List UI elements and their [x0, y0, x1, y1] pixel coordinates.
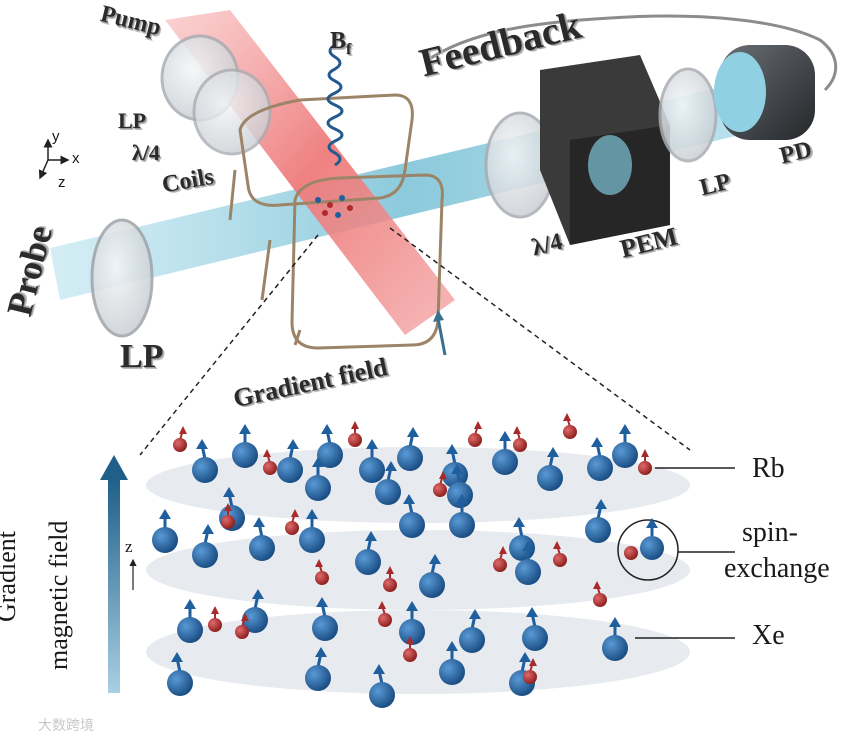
photodetector: [714, 45, 815, 140]
xe-atom: [355, 531, 381, 575]
gradient-title-line2: magnetic field: [44, 520, 73, 670]
axis-x-label: x: [72, 150, 80, 167]
xe-atom: [232, 424, 258, 468]
rb-atom: [378, 601, 392, 627]
probe-lp-plate: [90, 218, 154, 338]
xe-atom: [537, 447, 563, 491]
rb-atom: [433, 471, 447, 497]
atom-layers: [146, 447, 690, 694]
gradient-field-arrowhead: [433, 310, 444, 322]
xe-atom: [612, 424, 638, 468]
rb-atom: [468, 421, 482, 447]
detector-lp-plate: [658, 67, 718, 163]
rb-atom: [235, 613, 249, 639]
probe-lp-label: LP: [120, 338, 164, 375]
zoom-line-left: [139, 234, 319, 456]
bf-label: Bf: [330, 28, 351, 59]
bf-label-main: B: [330, 28, 347, 54]
xe-atom: [509, 517, 535, 561]
xe-atom: [459, 609, 485, 653]
rb-atom: [348, 421, 362, 447]
xe-atom: [242, 589, 268, 633]
xe-atom: [399, 601, 425, 645]
zoom-line-right: [389, 227, 691, 451]
rb-atom: [403, 636, 417, 662]
rb-atom: [493, 546, 507, 572]
rb-atom: [638, 449, 652, 475]
rb-atom: [263, 449, 277, 475]
layer-bottom: [146, 610, 690, 694]
xe-atom: [305, 457, 331, 501]
xe-atom: [277, 439, 303, 483]
gradient-field-arrow: [436, 317, 447, 356]
coils: [228, 93, 444, 350]
axis-z-label: z: [58, 174, 66, 191]
rb-atom: [553, 541, 567, 567]
xe-atom: [317, 424, 343, 468]
rb-atom: [563, 413, 577, 439]
bf-field-wave: [326, 43, 344, 167]
xe-atom: [399, 494, 425, 538]
xe-atom: [192, 439, 218, 483]
rb-atom: [593, 581, 607, 607]
lower-z-label: z: [125, 537, 133, 556]
xe-atom: [369, 664, 395, 708]
pem-block: [540, 55, 670, 245]
xe-atom: [397, 427, 423, 471]
xe-atom: [305, 647, 331, 691]
pump-quarter-wave-plate: [192, 68, 272, 156]
xe-atom: [299, 509, 325, 553]
feedback-wire: [424, 14, 838, 92]
rb-atom: [513, 426, 527, 452]
gradient-arrow-head: [100, 455, 128, 480]
xe-label: Xe: [752, 620, 785, 651]
axis-triad: [38, 138, 70, 180]
xe-atom: [492, 431, 518, 475]
xe-atom: [249, 517, 275, 561]
pump-quarter-wave-label: λ/4: [132, 140, 160, 165]
xe-atom: [375, 461, 401, 505]
pump-lp-label: LP: [118, 108, 147, 133]
xe-atom: [312, 597, 338, 641]
spin-exchange-label-2: exchange: [724, 553, 830, 584]
gradient-arrow-shaft: [108, 478, 120, 693]
spin-exchange-circle: [617, 519, 679, 581]
xe-atom: [602, 617, 628, 661]
rb-atom: [221, 503, 235, 529]
xe-atom: [439, 641, 465, 685]
xe-atom: [587, 437, 613, 481]
xe-atom: [515, 541, 541, 585]
rb-atom: [173, 426, 187, 452]
rb-atom: [285, 509, 299, 535]
rb-atom: [208, 606, 222, 632]
rb-label: Rb: [752, 453, 785, 484]
bf-label-sub: f: [346, 40, 352, 58]
rb-atom: [315, 559, 329, 585]
xe-atom: [359, 439, 385, 483]
axis-y-label: y: [52, 128, 60, 145]
xe-atom: [419, 554, 445, 598]
xe-atom: [177, 599, 203, 643]
watermark: 大数跨境: [38, 718, 94, 734]
cell-atoms: [315, 195, 353, 218]
xe-atom: [442, 444, 468, 488]
rb-atom: [523, 658, 537, 684]
gradient-title-line1: Gradient: [0, 531, 21, 622]
xe-atom: [167, 652, 193, 696]
spin-exchange-label-1: spin-: [742, 517, 798, 548]
rb-atom: [383, 566, 397, 592]
xe-atom: [585, 499, 611, 543]
spin-exchange-pair: [624, 518, 664, 560]
xe-atom: [152, 509, 178, 553]
xe-atom: [522, 607, 548, 651]
xe-atom: [192, 524, 218, 568]
atom-field: [152, 413, 652, 708]
xe-atom: [449, 494, 475, 538]
layer-middle: [146, 530, 690, 610]
